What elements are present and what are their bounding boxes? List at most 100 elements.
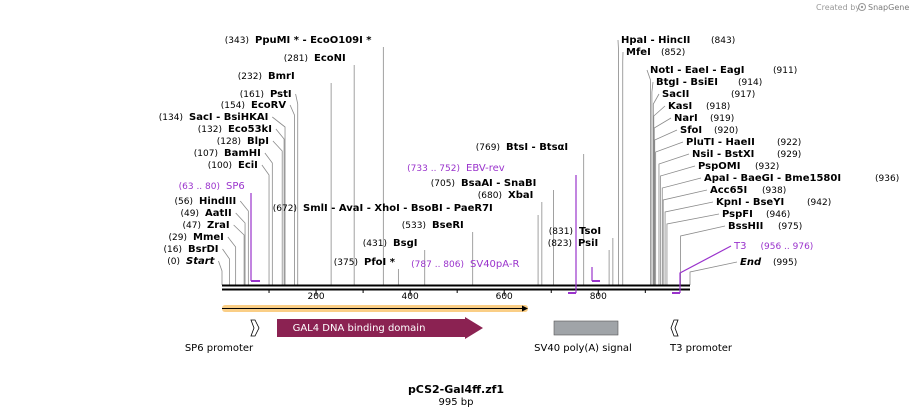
selection-arrowhead	[522, 305, 528, 312]
site-bseri: (533)BseRI	[402, 220, 464, 231]
ruler-tick-label: 600	[496, 292, 513, 302]
site-name: MmeI	[193, 232, 224, 243]
credit-prefix: Created by	[816, 3, 860, 12]
site-connector	[658, 153, 690, 285]
site-name: PspFI	[722, 209, 753, 220]
site-position: (914)	[738, 78, 762, 88]
feature-label: GAL4 DNA binding domain	[293, 323, 426, 334]
primer-sp6: SP6(63 .. 80)	[179, 181, 260, 282]
site-position: (107)	[194, 149, 218, 159]
site-mmei: (29) MmeI	[169, 232, 224, 243]
site-btgi: BtgI - BsiEI(914)	[656, 77, 762, 88]
site-position: (920)	[714, 126, 738, 136]
site-name: BssHII	[728, 221, 763, 232]
site-econi: (281)EcoNI	[284, 53, 346, 64]
primer-name: T3	[733, 241, 746, 252]
snapgene-logo-icon	[858, 3, 866, 11]
site-connector	[652, 93, 660, 285]
ruler-tick-label: 800	[590, 292, 607, 302]
site-position: (232)	[238, 72, 262, 82]
snapgene-credit: Created by SnapGene	[816, 3, 909, 12]
site-eco53ki: (132)Eco53kI	[198, 124, 272, 135]
site-ppumi: (343)PpuMI * - EcoO109I *	[225, 35, 373, 46]
feature-sv40-poly-a-signal: SV40 poly(A) signal	[534, 320, 632, 354]
primer-connector	[679, 245, 732, 293]
site-position: (917)	[731, 90, 755, 100]
feature-sp6-promoter: SP6 promoter	[185, 319, 260, 354]
site-position: (375)	[334, 258, 358, 268]
site-name: EciI	[238, 160, 258, 171]
primer-range: (733 .. 752)	[407, 164, 460, 174]
site-blpi: (128)BlpI	[217, 136, 269, 147]
site-bsrdi: (16) BsrDI	[164, 244, 219, 255]
site-position: (852)	[661, 48, 685, 58]
site-connector	[680, 225, 726, 285]
site-position: (161)	[240, 90, 264, 100]
site-connector	[662, 189, 708, 285]
site-name: ApaI - BaeGI - Bme1580I	[704, 173, 841, 184]
site-name: BtsI - BtsαI	[506, 142, 568, 153]
site-connector	[617, 39, 619, 285]
site-connector	[239, 200, 249, 285]
primer-sv40par: SV40pA-R(787 .. 806)	[411, 259, 600, 282]
site-name: End	[740, 257, 762, 268]
site-name: MfeI	[626, 47, 651, 58]
site-position: (16)	[164, 245, 182, 255]
site-name: BlpI	[247, 136, 269, 147]
site-acc65i: Acc65I(938)	[710, 185, 786, 196]
site-name: Acc65I	[710, 185, 747, 196]
site-smli: (672)SmlI - AvaI - XhoI - BsoBI - PaeR7I	[273, 203, 493, 214]
site-name: SfoI	[680, 125, 702, 136]
site-position: (919)	[710, 114, 734, 124]
site-sacii: SacII(917)	[662, 89, 755, 100]
site-pfoi: (375) PfoI *	[334, 257, 396, 268]
site-name: PfoI *	[364, 257, 396, 268]
site-position: (995)	[773, 258, 797, 268]
site-btsi: (769)BtsI - BtsαI	[476, 142, 568, 153]
site-connector	[295, 93, 299, 285]
restriction-sites: (343)PpuMI * - EcoO109I * (281)EcoNI (232)…	[159, 35, 899, 268]
site-connector	[653, 105, 666, 285]
dna-backbone	[222, 284, 690, 291]
primer-range: (956 .. 976)	[760, 242, 813, 252]
promoter-arrow-icon	[670, 319, 679, 337]
site-name: HpaI - HincII	[621, 35, 690, 46]
site-position: (823)	[548, 239, 572, 249]
site-position: (680)	[478, 191, 502, 201]
site-psti: (161)PstI	[240, 89, 292, 100]
site-position: (134)	[159, 113, 183, 123]
site-connector	[659, 165, 696, 285]
site-connector	[655, 141, 684, 285]
site-name: PpuMI * - EcoO109I *	[255, 35, 372, 46]
site-name: BmrI	[268, 71, 295, 82]
site-position: (672)	[273, 204, 297, 214]
site-nari: NarI (919)	[674, 113, 734, 124]
site-bmri: (232) BmrI	[238, 71, 295, 82]
site-kasi: KasI(918)	[668, 101, 730, 112]
site-connector	[272, 140, 283, 285]
site-name: BseRI	[432, 220, 464, 231]
site-position: (29)	[169, 233, 187, 243]
features: SP6 promoter GAL4 DNA binding domainSV40 …	[185, 305, 733, 354]
site-xbai: (680) XbaI	[478, 190, 534, 201]
site-apai: ApaI - BaeGI - Bme1580I(936)	[704, 173, 899, 184]
feature-label: SV40 poly(A) signal	[534, 343, 632, 354]
site-position: (946)	[766, 210, 790, 220]
site-name: XbaI	[508, 190, 533, 201]
site-position: (831)	[549, 227, 573, 237]
site-position: (281)	[284, 54, 308, 64]
primer-ebvrev: EBV-rev(733 .. 752)	[407, 163, 577, 294]
site-name: KpnI - BseYI	[716, 197, 784, 208]
site-name: BsgI	[393, 238, 417, 249]
site-connector	[227, 236, 237, 285]
site-connector	[272, 116, 286, 285]
polya-box	[553, 320, 619, 336]
site-position: (922)	[777, 138, 801, 148]
site-name: Eco53kI	[228, 124, 272, 135]
site-hpai: HpaI - HincII(843)	[621, 35, 735, 46]
ruler-tick-label: 400	[402, 292, 419, 302]
site-name: NarI	[674, 113, 698, 124]
site-connector	[689, 261, 738, 285]
site-name: BsrDI	[188, 244, 219, 255]
